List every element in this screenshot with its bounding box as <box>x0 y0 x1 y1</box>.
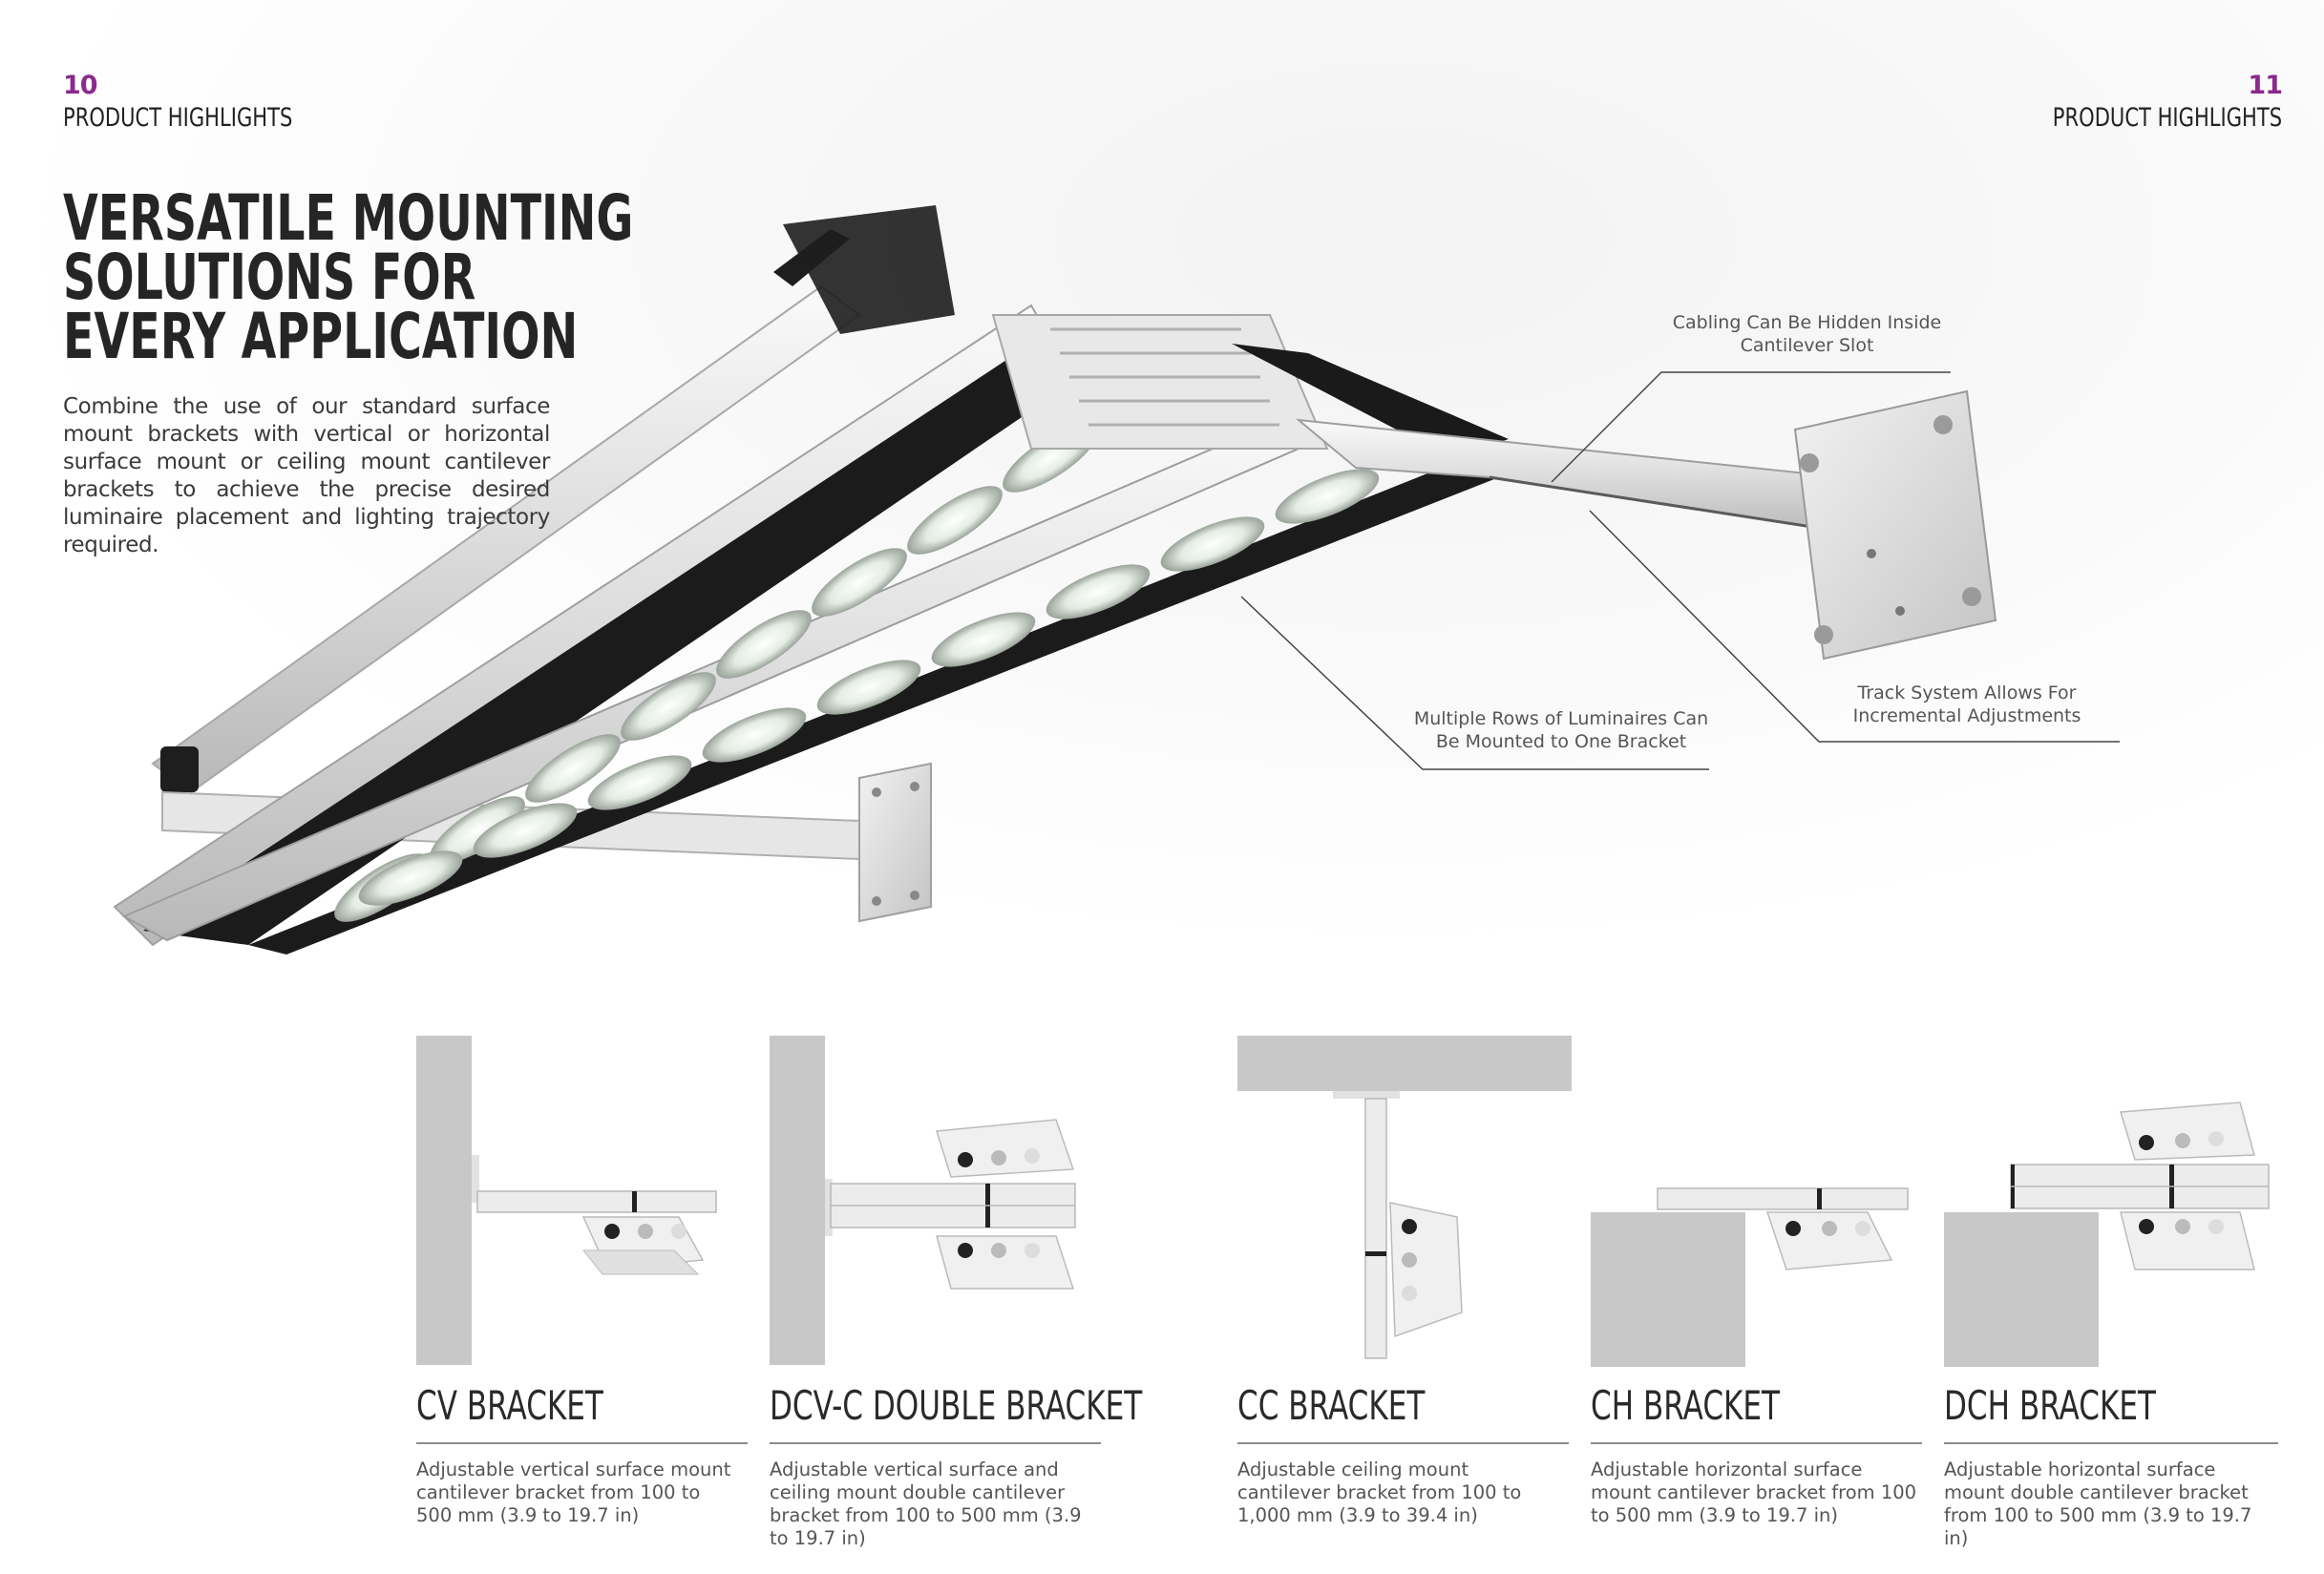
cantilever-arm <box>476 1190 717 1213</box>
intro-paragraph: Combine the use of our standard surface … <box>63 394 550 557</box>
dch-bracket-description: Adjustable horizontal surface mount doub… <box>1944 1459 2252 1549</box>
led-lenses <box>334 424 1380 922</box>
cantilever-slot <box>1489 475 1863 536</box>
lower-endcap <box>1232 344 1509 458</box>
ch-bracket-description: Adjustable horizontal surface mount cant… <box>1591 1459 1917 1526</box>
dcv-c-bracket-title: DCV-C DOUBLE BRACKET <box>770 1382 1143 1429</box>
dcv-c-bracket-description: Adjustable vertical surface and ceiling … <box>770 1459 1082 1549</box>
ceiling-surface <box>1237 1036 1572 1091</box>
right-page-number: 11 <box>2248 71 2283 100</box>
luminaire-illustration <box>113 205 2120 955</box>
horizontal-surface <box>1591 1212 1745 1367</box>
page-headline: VERSATILE MOUNTING SOLUTIONS FOR EVERY A… <box>63 181 634 373</box>
headline-line-2: SOLUTIONS FOR <box>63 241 476 314</box>
rear-endcap <box>160 746 199 792</box>
cv-bracket-diagram <box>416 1036 717 1365</box>
left-page-label: PRODUCT HIGHLIGHTS <box>63 103 293 133</box>
wall-surface <box>770 1036 825 1365</box>
callout-cabling: Cabling Can Be Hidden Inside Cantilever … <box>1672 312 1942 356</box>
led-strip-upper <box>143 334 1046 945</box>
dch-bracket-diagram <box>1944 1102 2270 1367</box>
luminaire-cluster-bottom <box>2120 1211 2255 1270</box>
dch-bracket-title: DCH BRACKET <box>1944 1382 2156 1429</box>
luminaire-cluster <box>581 1216 705 1275</box>
vertical-cantilever-arm <box>1364 1098 1387 1359</box>
callout-leader-lines <box>1240 371 2120 770</box>
callout-multiple-rows: Multiple Rows of Luminaires Can Be Mount… <box>1413 708 1709 752</box>
luminaire-cluster-top <box>936 1119 1075 1178</box>
dcv-c-bracket-divider <box>770 1442 1101 1444</box>
wall-surface <box>416 1036 472 1365</box>
cc-bracket-description: Adjustable ceiling mount cantilever brac… <box>1237 1459 1522 1526</box>
cc-bracket-divider <box>1237 1442 1569 1444</box>
cv-bracket-description: Adjustable vertical surface mount cantil… <box>416 1459 731 1526</box>
dch-bracket-divider <box>1944 1442 2278 1444</box>
cc-bracket-title: CC BRACKET <box>1237 1382 1426 1429</box>
cv-bracket-divider <box>416 1442 748 1444</box>
luminaire-cluster <box>1389 1202 1463 1338</box>
luminaire-cluster-bottom <box>936 1235 1075 1290</box>
rear-wall-plate <box>858 762 932 923</box>
ch-bracket-title: CH BRACKET <box>1591 1382 1781 1429</box>
main-wall-plate <box>1793 389 1997 661</box>
heat-sink-fins <box>991 314 1329 450</box>
luminaire-cluster <box>1765 1211 1893 1270</box>
cantilever-arm <box>1657 1187 1909 1210</box>
ch-bracket-divider <box>1591 1442 1922 1444</box>
cc-bracket-diagram <box>1237 1036 1572 1359</box>
right-page-label: PRODUCT HIGHLIGHTS <box>2052 103 2282 133</box>
cv-bracket-title: CV BRACKET <box>416 1382 603 1429</box>
luminaire-cluster-top <box>2120 1102 2255 1161</box>
left-page-number: 10 <box>63 71 98 100</box>
headline-line-3: EVERY APPLICATION <box>63 300 579 373</box>
headline-line-1: VERSATILE MOUNTING <box>63 181 634 255</box>
ch-bracket-diagram <box>1591 1187 1909 1367</box>
horizontal-surface <box>1944 1212 2099 1367</box>
callout-track-system: Track System Allows For Incremental Adju… <box>1852 682 2081 726</box>
dcv-c-bracket-diagram <box>770 1036 1076 1365</box>
